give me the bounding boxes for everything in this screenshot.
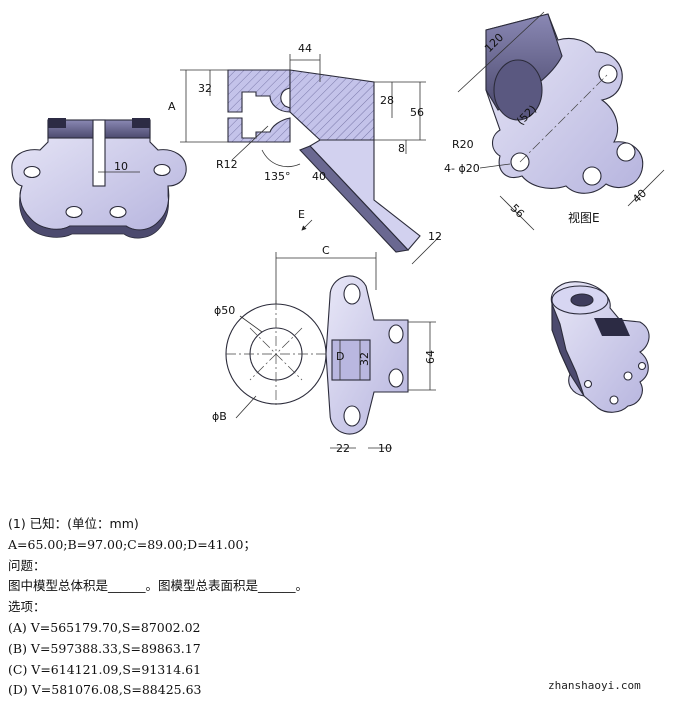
dim-40b: 40 — [630, 187, 649, 206]
question-label: 问题： — [8, 557, 46, 573]
engineering-drawing: 10 44 A 32 28 56 8 — [11, 11, 665, 455]
dim-A: A — [168, 100, 176, 113]
dim-44: 44 — [298, 42, 312, 55]
dim-12: 12 — [428, 230, 442, 243]
option-d[interactable]: (D) V=581076.08,S=88425.63 — [8, 682, 202, 698]
flange-iso-view: 10 — [11, 118, 187, 239]
known-line: (1) 已知：(单位：mm) — [8, 516, 139, 531]
dim-28: 28 — [380, 94, 394, 107]
dim-56b: 56 — [508, 202, 527, 221]
dim-10: 10 — [114, 160, 128, 173]
dim-8: 8 — [398, 142, 405, 155]
view-e: 120 (52) R20 4- ϕ20 56 40 视图E — [444, 11, 665, 231]
dim-4holes: 4- ϕ20 — [444, 162, 480, 175]
option-a[interactable]: (A) V=565179.70,S=87002.02 — [8, 619, 201, 635]
dim-E: E — [298, 208, 305, 221]
dim-phiB: ϕB — [212, 410, 227, 423]
params-line: A=65.00;B=97.00;C=89.00;D=41.00； — [8, 536, 256, 552]
top-view: C ϕ50 D 32 64 ϕB 22 10 — [212, 244, 437, 455]
dim-D: D — [336, 350, 344, 363]
dim-10b: 10 — [378, 442, 392, 455]
options-label: 选项： — [8, 599, 46, 615]
question-text: 图中模型总体积是______。图模型总表面积是______。 — [8, 578, 309, 594]
question-block: (1) 已知：(单位：mm) A=65.00;B=97.00;C=89.00;D… — [8, 514, 628, 701]
dim-R12: R12 — [216, 158, 238, 171]
dim-56a: 56 — [410, 106, 424, 119]
dim-C: C — [322, 244, 330, 257]
part-iso-view — [550, 281, 650, 413]
dim-135: 135° — [264, 170, 291, 183]
section-view: 44 A 32 28 56 8 R12 135° 40 E 12 — [168, 42, 442, 265]
option-b[interactable]: (B) V=597388.33,S=89863.17 — [8, 640, 201, 656]
dim-phi50: ϕ50 — [214, 304, 235, 317]
dim-40a: 40 — [312, 170, 326, 183]
dim-64: 64 — [424, 350, 437, 364]
dim-R20: R20 — [452, 138, 474, 151]
dim-32b: 32 — [358, 352, 371, 366]
watermark: zhanshaoyi.com — [548, 679, 641, 692]
dim-32a: 32 — [198, 82, 212, 95]
dim-22: 22 — [336, 442, 350, 455]
option-c[interactable]: (C) V=614121.09,S=91314.61 — [8, 661, 202, 677]
view-e-label: 视图E — [568, 210, 600, 225]
